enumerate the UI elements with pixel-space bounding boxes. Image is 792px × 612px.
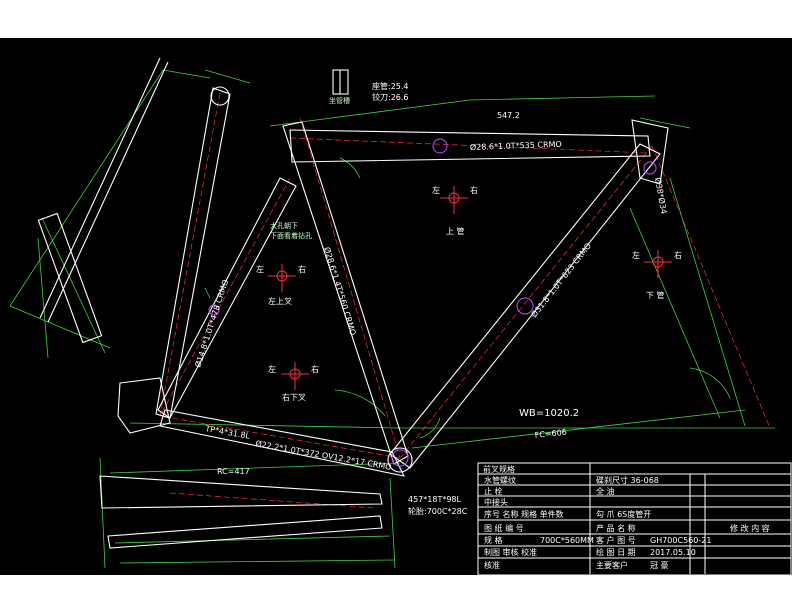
tb-side3: 勾 爪 6S度管开 (596, 509, 651, 519)
tb-spec-value: 700C*560MM (540, 536, 594, 545)
seat-stay-spec: Ø14.8*1.0T*478 CRMO (192, 278, 230, 368)
axis-symbols (268, 186, 672, 390)
tb-customer-no-value: GH700C560-21 (650, 536, 711, 545)
top-tube-name: 上 管 (446, 226, 465, 236)
note-small-hole: 下面看着钻孔 (270, 231, 312, 240)
tire-spec: 457*18T*98L (408, 495, 462, 504)
title-block-frame (477, 462, 792, 575)
seatpost-symbol-label: 坐管槽 (329, 96, 350, 105)
tb-approval: 核准 (484, 560, 500, 570)
top-axis-right: 右 (470, 185, 478, 195)
down-axis-right: 右 (674, 250, 682, 260)
tb-side2: 全 油 (596, 486, 615, 496)
tb-main-customer: 主要客户 (596, 560, 628, 570)
reamer-size: 铰刀:26.6 (372, 92, 409, 102)
tb-header: 前叉规格 (483, 464, 515, 474)
hole-markers (208, 138, 657, 467)
top-axis-left: 左 (432, 185, 440, 195)
tb-drafting: 制图 审核 校准 (484, 547, 537, 557)
chain-stay-spec: Ø22.2*1.0T*372 OV12.2*17 CRMO (255, 438, 393, 472)
down-tube-name: 下 管 (646, 290, 665, 300)
tb-row3: 中接头 (484, 497, 508, 507)
wheelbase-label: WB=1020.2 (519, 408, 579, 419)
left-stay-axis-left: 左 (256, 264, 264, 274)
tb-spec: 规 格 (484, 535, 503, 545)
frame-drawing: 座管:25.4 铰刀:26.6 坐管槽 Ø28.6*1.0T*535 CRMO … (9, 57, 792, 575)
right-lower-fork-name: 右下叉 (282, 392, 306, 402)
tb-main-customer-value: 冠 豪 (650, 560, 669, 570)
tb-customer-no: 客 户 图 号 (596, 535, 636, 545)
tb-row4: 序号 名称 规格 单件数 (484, 509, 564, 519)
centre-lines (159, 92, 771, 509)
dimension-lines (9, 69, 775, 569)
wheel-spec: 轮胎:700C*28C (408, 506, 468, 516)
cad-viewport[interactable]: 座管:25.4 铰刀:26.6 坐管槽 Ø28.6*1.0T*535 CRMO … (0, 38, 792, 575)
bb-shell-spec: TP*4*31.8L (204, 424, 251, 441)
tb-row2: 止 栓 (484, 486, 503, 496)
top-tube-length: 547.2 (497, 111, 520, 120)
left-upper-fork-name: 左上叉 (268, 296, 292, 306)
right-stay-axis-right: 右 (311, 364, 319, 374)
left-stay-axis-right: 右 (298, 264, 306, 274)
tb-side1: 碟刹尺寸 36-068 (596, 475, 659, 485)
tb-draw-date: 绘 图 日 期 (596, 547, 636, 557)
tb-drawing-no: 图 纸 编 号 (484, 523, 524, 533)
right-stay-axis-left: 左 (268, 364, 276, 374)
down-tube-spec: Ø31.8*1.0T*623 CRMO (529, 241, 593, 320)
top-tube-spec: Ø28.6*1.0T*535 CRMO (470, 139, 562, 152)
tb-revision: 修 改 内 容 (730, 523, 770, 533)
rc-label: RC=417 (217, 467, 250, 476)
seat-tube-spec: Ø28.6*1.4T*560 CRMO (322, 246, 358, 337)
tb-product-name: 产 品 名 称 (596, 523, 636, 533)
seatpost-diameter: 座管:25.4 (372, 81, 409, 91)
fc-label: FC=606 (534, 428, 567, 440)
down-axis-left: 左 (632, 250, 640, 260)
tb-row1: 水管螺纹 (484, 475, 516, 485)
note-big-hole: 大孔朝下 (270, 221, 298, 230)
tb-draw-date-value: 2017.05.10 (650, 548, 696, 557)
